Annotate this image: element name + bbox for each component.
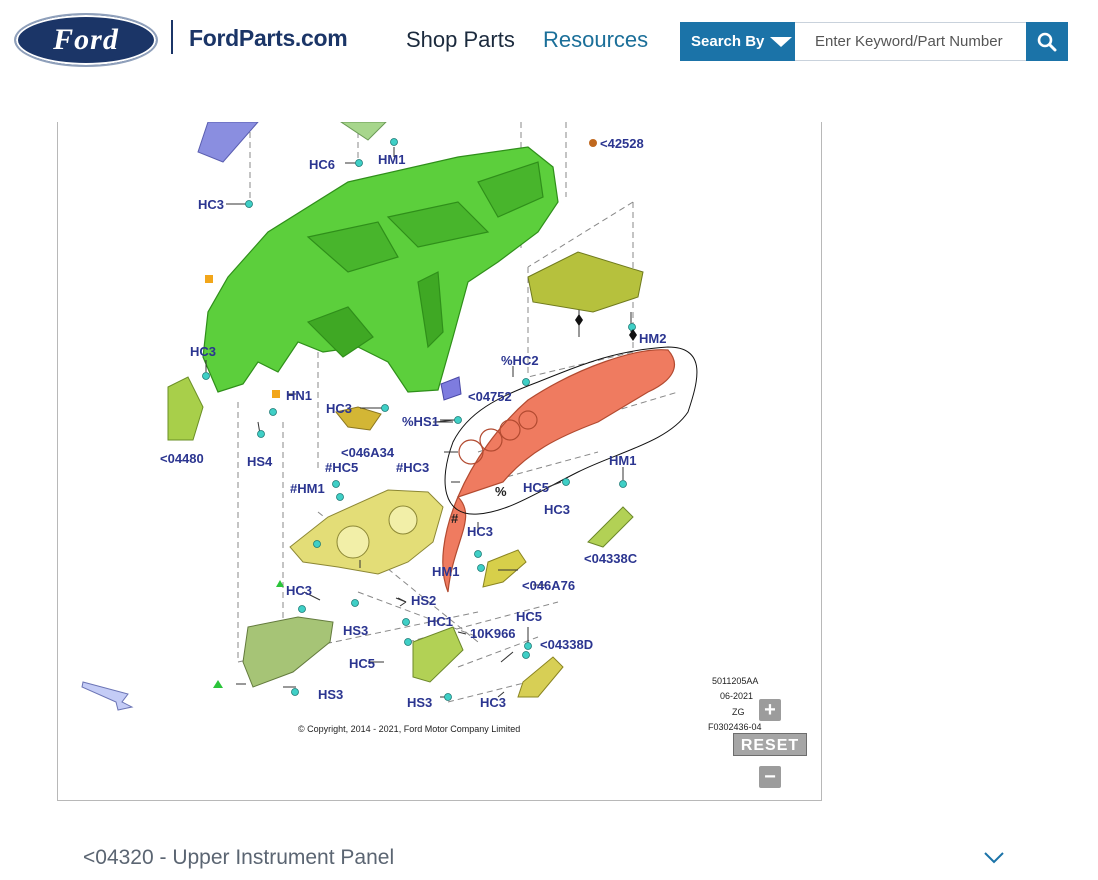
callout-046a34[interactable]: <046A34 [341, 445, 395, 460]
diagram-zg: ZG [732, 707, 745, 717]
callout-hc1[interactable]: HC1 [427, 614, 454, 629]
nav-resources[interactable]: Resources [543, 27, 649, 52]
nav-shop-parts[interactable]: Shop Parts [406, 27, 515, 52]
callout-hc3-mid[interactable]: HC3 [326, 401, 353, 416]
callout-hc6[interactable]: HC6 [309, 157, 336, 172]
callout-hs3-bot[interactable]: HS3 [407, 695, 433, 710]
callout-10k966[interactable]: 10K966 [470, 626, 516, 641]
callout-hc5-low[interactable]: HC5 [516, 609, 543, 624]
search-button[interactable] [1026, 22, 1068, 61]
callout-hm1-right[interactable]: HM1 [609, 453, 637, 468]
callout-hc3-top[interactable]: HC3 [198, 197, 225, 212]
callout-hs4[interactable]: HS4 [247, 454, 273, 469]
callout-hash-marker: # [451, 511, 459, 526]
instrument-panel-part [202, 146, 559, 393]
callout-hm1-hash[interactable]: #HM1 [290, 481, 325, 496]
ford-logo-text: Ford [53, 23, 119, 56]
diagram-copyright: © Copyright, 2014 - 2021, Ford Motor Com… [298, 724, 521, 734]
section-title-upper-instrument-panel[interactable]: <04320 - Upper Instrument Panel [83, 846, 395, 869]
callout-hm1-top[interactable]: HM1 [378, 152, 406, 167]
callout-42528[interactable]: <42528 [600, 136, 644, 151]
upper-instrument-panel-highlight [442, 349, 675, 593]
chevron-down-icon[interactable] [983, 851, 1005, 865]
search-by-label: Search By [691, 33, 765, 50]
callout-hc3-hash[interactable]: #HC3 [396, 460, 430, 475]
callout-pct-marker: % [495, 484, 507, 499]
callout-04338d[interactable]: <04338D [540, 637, 594, 652]
chevron-down-icon [770, 36, 793, 47]
diagram-figure-id: F0302436-04 [708, 722, 762, 732]
callout-hs1-pct[interactable]: %HS1 [402, 414, 439, 429]
diagram-date: 06-2021 [720, 691, 754, 701]
callout-hs3-low[interactable]: HS3 [343, 623, 369, 638]
search-icon [1037, 32, 1057, 51]
callout-hm1-center[interactable]: HM1 [432, 564, 460, 579]
callout-04338c[interactable]: <04338C [584, 551, 638, 566]
callout-hc3-center[interactable]: HC3 [467, 524, 494, 539]
callout-hm2[interactable]: HM2 [639, 331, 667, 346]
callout-hc5-right[interactable]: HC5 [523, 480, 550, 495]
callout-hc3-right[interactable]: HC3 [544, 502, 571, 517]
ford-logo[interactable]: Ford [14, 13, 158, 67]
reset-button[interactable]: RESET [733, 733, 807, 756]
brand-divider [171, 20, 173, 54]
callout-hc3-left[interactable]: HC3 [190, 344, 217, 359]
callout-hc3-bot[interactable]: HC3 [480, 695, 507, 710]
callout-hc5-bot[interactable]: HC5 [349, 656, 376, 671]
parts-diagram[interactable]: HC6 HM1 <42528 HC3 HC3 HN1 HS4 <04480 HC… [57, 122, 822, 801]
callout-hc5-hash[interactable]: #HC5 [325, 460, 359, 475]
cluster-bezel-part [289, 489, 444, 575]
callout-hn1[interactable]: HN1 [286, 388, 313, 403]
zoom-out-button[interactable]: − [759, 766, 781, 788]
brand-name[interactable]: FordParts.com [189, 25, 348, 51]
callout-hc3-low[interactable]: HC3 [286, 583, 313, 598]
callout-hc2-pct[interactable]: %HC2 [501, 353, 539, 368]
callout-046a76[interactable]: <046A76 [522, 578, 576, 593]
search-input[interactable] [795, 22, 1027, 61]
zoom-in-button[interactable]: + [759, 699, 781, 721]
search-by-dropdown[interactable]: Search By [680, 22, 795, 61]
callout-hs3-bottom[interactable]: HS3 [318, 687, 344, 702]
exploded-view-illustration [81, 122, 698, 711]
diagram-part-code: 5011205AA [712, 676, 759, 686]
callout-hs2[interactable]: HS2 [411, 593, 437, 608]
callout-04752[interactable]: <04752 [468, 389, 512, 404]
callout-04480[interactable]: <04480 [160, 451, 204, 466]
